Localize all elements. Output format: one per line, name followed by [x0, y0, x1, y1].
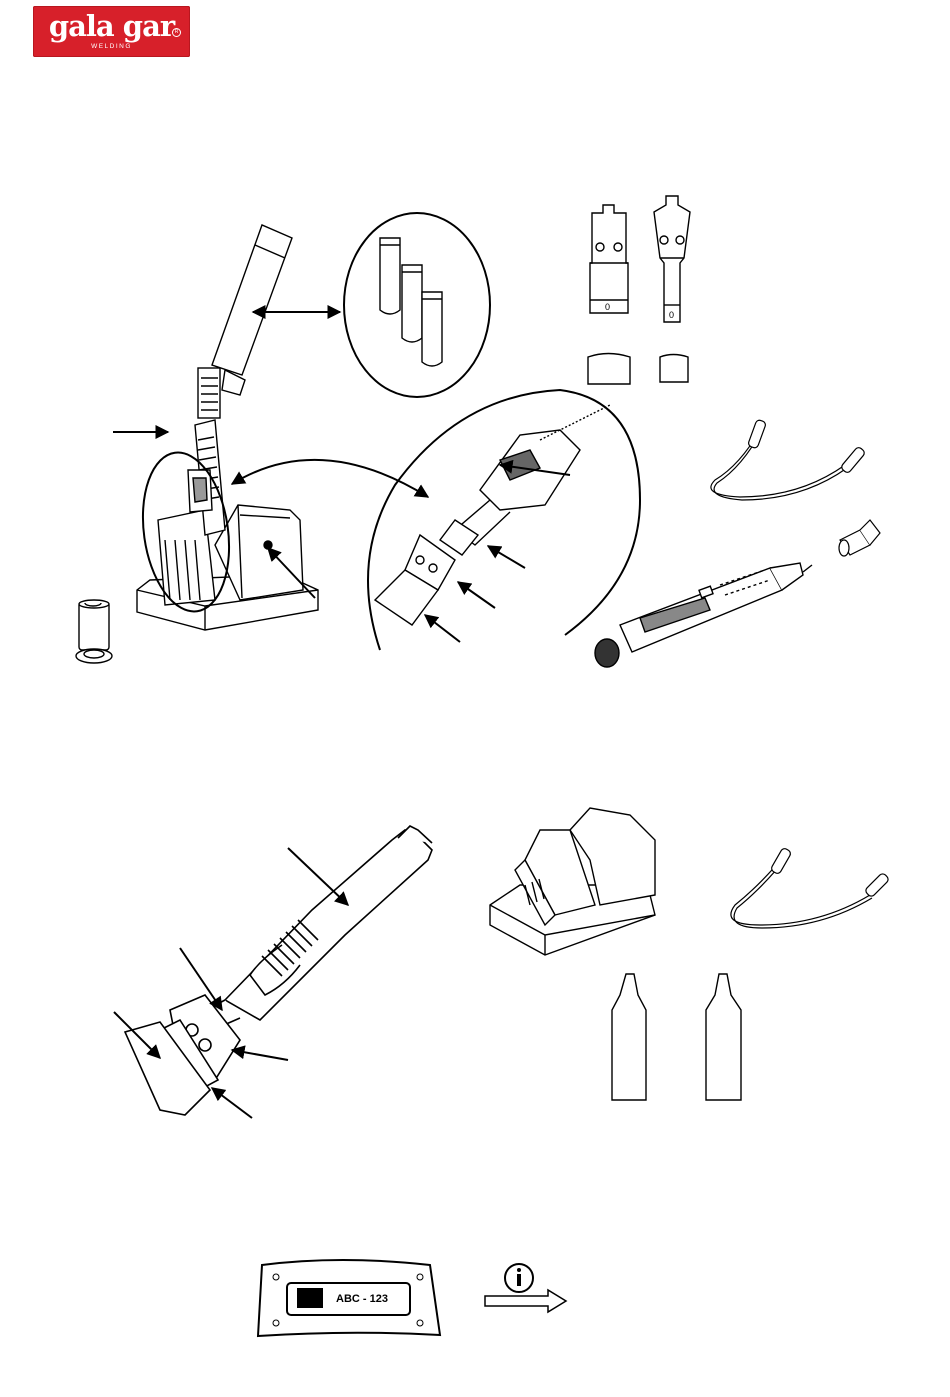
rating-plate-code: ABC - 123	[336, 1293, 388, 1305]
station-handpiece	[188, 368, 225, 535]
nozzle-left-marking: 0	[605, 302, 610, 312]
nozzles-figure	[588, 196, 690, 384]
station-right	[490, 808, 655, 955]
nozzle-right-marking: 0	[669, 310, 674, 320]
outline-arrow-right-icon	[485, 1290, 566, 1312]
spare-cartridge	[76, 600, 112, 663]
station-cartridge	[212, 225, 292, 395]
heat-pen	[595, 563, 812, 667]
handpiece-detail-figure	[368, 390, 640, 650]
information-icon	[505, 1264, 533, 1292]
arrow-detail-curve	[232, 460, 428, 497]
power-cable-middle	[731, 847, 890, 928]
adhesive-tubes	[380, 238, 442, 366]
adapter-part	[839, 520, 880, 556]
handpiece-figure	[114, 826, 432, 1118]
power-cable-top	[711, 419, 866, 500]
adhesive-bottles	[612, 974, 741, 1100]
